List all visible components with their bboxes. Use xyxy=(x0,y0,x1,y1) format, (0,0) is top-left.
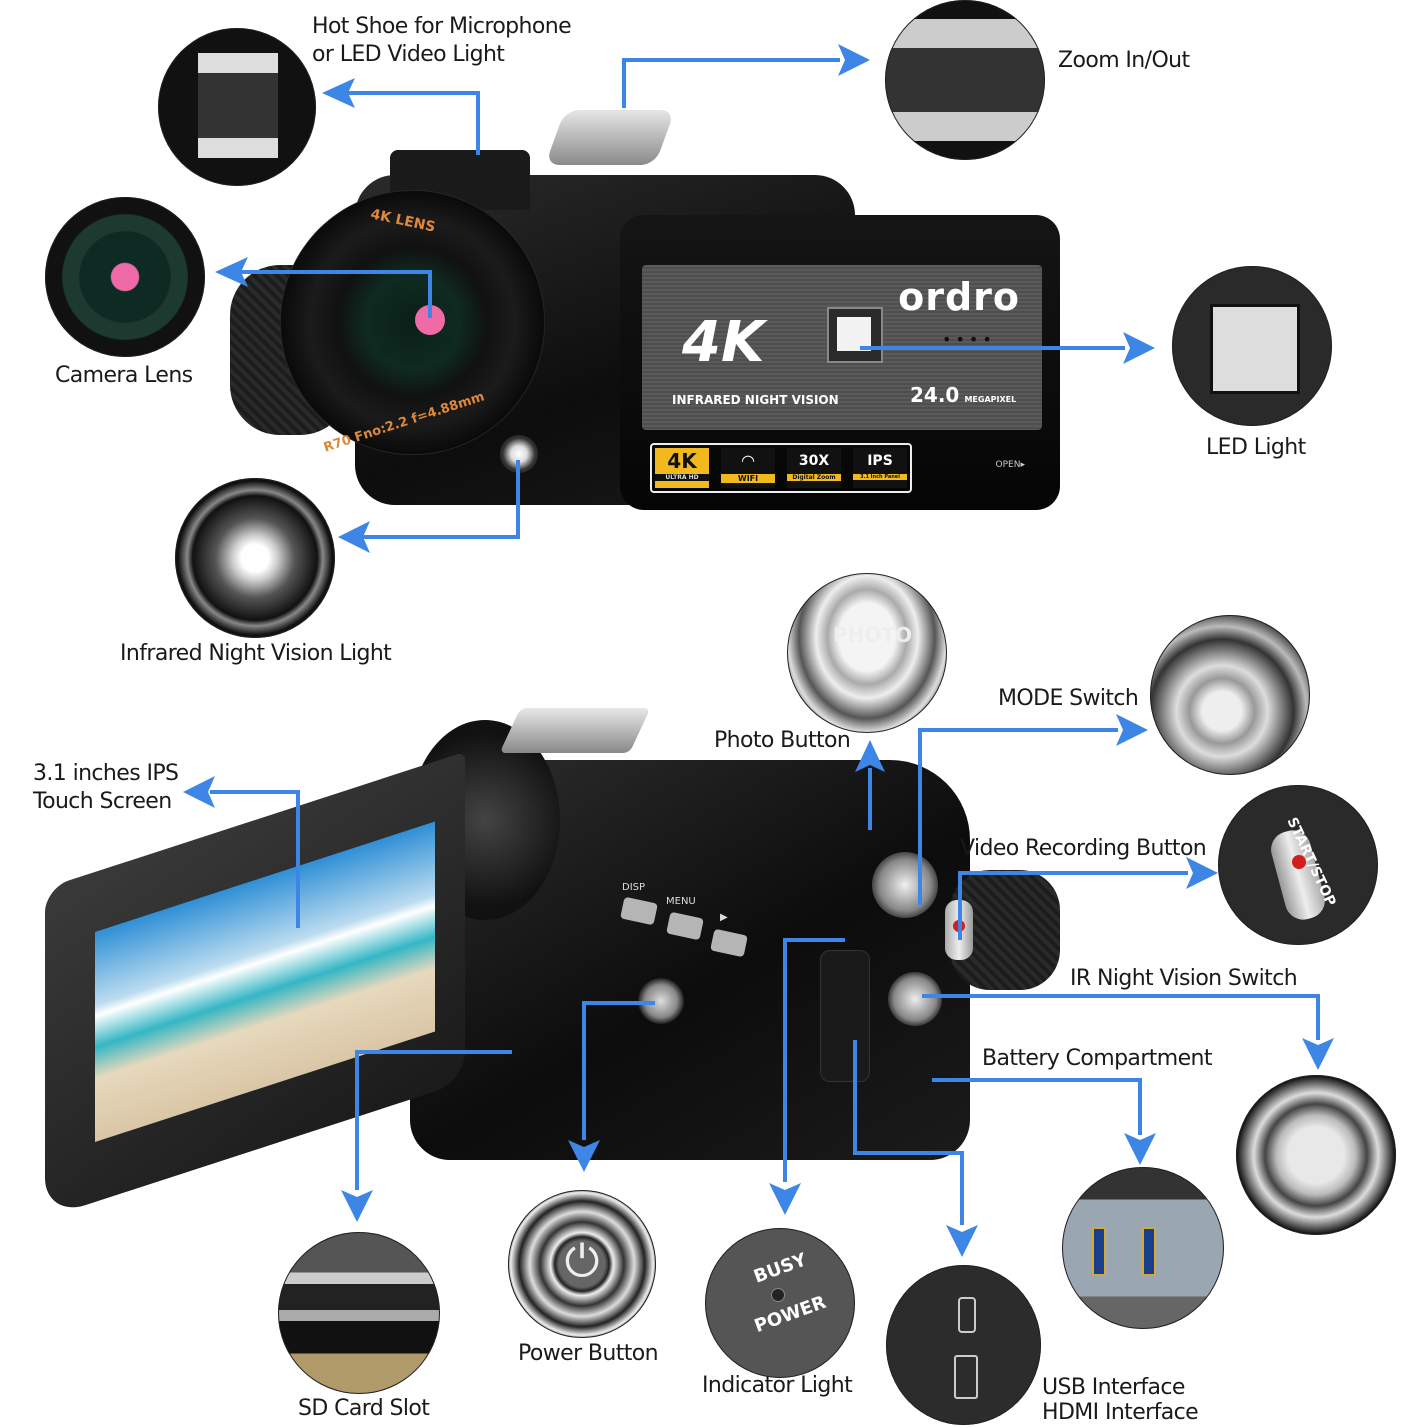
arrow-battery xyxy=(932,1078,1142,1135)
arrow-hot-shoe xyxy=(340,91,480,155)
detail-zoom-lever xyxy=(885,0,1045,160)
label-battery: Battery Compartment xyxy=(982,1046,1213,1071)
arrow-indicator-light xyxy=(783,938,845,1182)
arrow-power-button xyxy=(582,1001,655,1140)
detail-power-button: ⏻ xyxy=(508,1190,656,1338)
flip-screen-back: ordro 4K •••• INFRARED NIGHT VISION 24.0… xyxy=(620,215,1060,510)
feature-badges: 4K ULTRA HD ◠ WIFI 30X Digital Zoom IPS … xyxy=(650,443,912,493)
photo-label: PHOTO xyxy=(833,623,913,647)
detail-ir-light xyxy=(175,478,335,638)
open-text: OPEN▸ xyxy=(995,460,1025,470)
arrow-touch-screen xyxy=(210,790,300,928)
menu-label: MENU xyxy=(666,896,696,907)
detail-mode-switch xyxy=(1150,615,1310,775)
label-touch-screen: 3.1 inches IPS Touch Screen xyxy=(33,761,179,814)
detail-ir-switch xyxy=(1236,1075,1396,1235)
detail-usb-hdmi xyxy=(886,1265,1041,1425)
brand-logo: ordro xyxy=(898,275,1020,319)
badge-wifi: ◠ WIFI xyxy=(721,448,775,488)
detail-sd-slot xyxy=(278,1232,440,1394)
power-icon: ⏻ xyxy=(564,1236,600,1287)
label-usb-hdmi: USB Interface HDMI Interface xyxy=(1042,1375,1199,1425)
port-cover xyxy=(820,950,870,1082)
detail-camera-lens xyxy=(45,197,205,357)
label-led-light: LED Light xyxy=(1206,435,1306,460)
arrow-zoom xyxy=(622,58,840,108)
badge-30x: 30X Digital Zoom xyxy=(787,448,841,488)
label-mode-switch: MODE Switch xyxy=(998,686,1139,711)
label-sd-slot: SD Card Slot xyxy=(298,1396,430,1421)
wifi-icon: ◠ xyxy=(741,451,755,470)
lens-outer xyxy=(280,190,545,455)
play-icon: ▶ xyxy=(720,912,728,923)
arrow-usb-hdmi xyxy=(853,1040,964,1225)
label-zoom: Zoom In/Out xyxy=(1058,48,1190,73)
label-hot-shoe: Hot Shoe for Microphone or LED Video Lig… xyxy=(312,14,572,67)
arrow-camera-lens xyxy=(240,270,432,318)
label-camera-lens: Camera Lens xyxy=(55,363,193,388)
megapixel-value: 24.0 MEGAPIXEL xyxy=(910,383,1017,407)
arrow-sd-card xyxy=(355,1050,512,1190)
detail-led-light xyxy=(1172,266,1332,426)
label-ir-light: Infrared Night Vision Light xyxy=(120,641,392,666)
detail-battery xyxy=(1062,1167,1224,1329)
label-indicator-light: Indicator Light xyxy=(702,1373,853,1398)
detail-hot-shoe xyxy=(158,28,316,186)
detail-record-button: START/STOP xyxy=(1218,785,1378,945)
camera-back-view: DISP MENU ▶ xyxy=(40,700,1060,1219)
ir-switch[interactable] xyxy=(888,972,942,1026)
badge-4k: 4K ULTRA HD xyxy=(655,448,709,488)
label-power-button: Power Button xyxy=(518,1341,659,1366)
arrow-ir-light xyxy=(362,460,520,539)
screen-plate: ordro 4K •••• INFRARED NIGHT VISION 24.0… xyxy=(642,265,1042,430)
camera-front-view: 4K LENS R70 Fno:2.2 f=4.88mm ordro 4K ••… xyxy=(225,95,1065,515)
detail-photo-button: PHOTO xyxy=(787,573,947,733)
label-photo-button: Photo Button xyxy=(714,728,851,753)
mic-holes: •••• xyxy=(942,330,996,349)
disp-label: DISP xyxy=(622,882,646,893)
arrow-ir-switch xyxy=(922,994,1320,1040)
label-ir-switch: IR Night Vision Switch xyxy=(1070,966,1298,991)
led-light-window xyxy=(827,307,883,363)
badge-ips: IPS 3.1 Inch Panel xyxy=(853,448,907,488)
arrow-mode-switch xyxy=(918,728,1118,905)
label-video-record: Video Recording Button xyxy=(960,836,1207,861)
detail-indicator-light: BUSY POWER xyxy=(705,1228,855,1378)
arrow-video-record xyxy=(958,871,1188,940)
infrared-text: INFRARED NIGHT VISION xyxy=(672,393,839,407)
big-4k-text: 4K xyxy=(682,310,765,375)
mode-dial[interactable] xyxy=(872,852,938,918)
